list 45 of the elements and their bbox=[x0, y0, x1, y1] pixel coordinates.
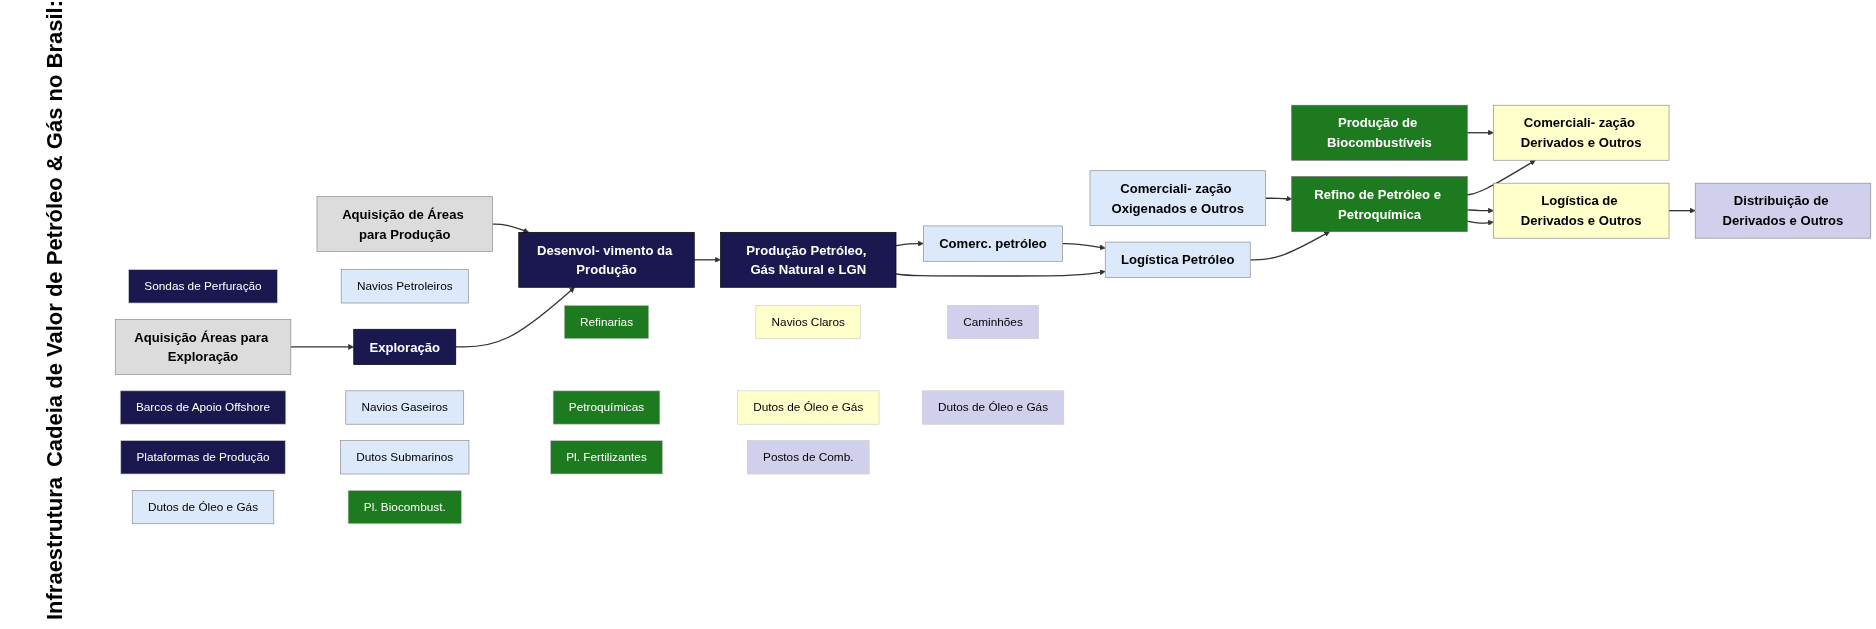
arrow bbox=[455, 287, 575, 348]
node-box: Dutos de Óleo e Gás bbox=[737, 390, 880, 425]
node-box: Petroquímicas bbox=[552, 390, 661, 425]
row-heading: Infraestrutura bbox=[42, 476, 68, 620]
node-box: Produção de Biocombustíveis bbox=[1291, 104, 1468, 161]
arrow bbox=[895, 240, 924, 247]
node-box: Pl. Fertilizantes bbox=[550, 440, 663, 475]
node-box: Logística de Derivados e Outros bbox=[1493, 182, 1670, 239]
node-box: Exploração bbox=[353, 328, 457, 365]
arrow bbox=[693, 256, 721, 263]
arrow bbox=[1264, 195, 1292, 202]
node-box: Refino de Petróleo e Petroquímica bbox=[1291, 176, 1468, 232]
node-box: Navios Petroleiros bbox=[340, 269, 469, 304]
arrow bbox=[491, 223, 530, 234]
node-box: Navios Gaseiros bbox=[345, 390, 465, 425]
node-box: Refinarias bbox=[563, 305, 650, 340]
arrow bbox=[1466, 219, 1494, 226]
arrow bbox=[1249, 231, 1330, 261]
node-box: Caminhões bbox=[947, 305, 1039, 340]
node-box: Logística Petróleo bbox=[1104, 241, 1251, 278]
node-box: Barcos de Apoio Offshore bbox=[119, 390, 287, 425]
node-box: Distribuição de Derivados e Outros bbox=[1694, 182, 1872, 239]
arrow bbox=[1668, 207, 1696, 214]
arrow bbox=[1466, 160, 1536, 196]
node-box: Pl. Biocombust. bbox=[347, 490, 462, 525]
node-box: Navios Claros bbox=[755, 305, 861, 340]
node-box: Postos de Comb. bbox=[746, 440, 870, 475]
node-box: Comerciali- zação Derivados e Outros bbox=[1493, 104, 1670, 161]
arrow bbox=[1061, 242, 1106, 251]
arrow bbox=[290, 344, 354, 350]
node-box: Comerciali- zação Oxigenados e Outros bbox=[1089, 170, 1266, 227]
node-box: Aquisição Áreas para Exploração bbox=[114, 319, 292, 375]
node-box: Desenvol- vimento da Produção bbox=[518, 231, 695, 288]
node-box: Dutos de Óleo e Gás bbox=[131, 490, 275, 525]
node-box: Plataformas de Produção bbox=[120, 440, 286, 475]
node-box: Aquisição de Áreas para Produção bbox=[316, 196, 493, 252]
arrow bbox=[1466, 207, 1494, 214]
row-heading: Cadeia de Valor de Petróleo & Gás no Brasil: bbox=[42, 0, 68, 468]
node-box: Dutos Submarinos bbox=[340, 440, 470, 475]
node-box: Dutos de Óleo e Gás bbox=[921, 390, 1065, 425]
node-box: Comerc. petróleo bbox=[923, 225, 1063, 262]
arrow bbox=[895, 269, 1106, 277]
arrow bbox=[1466, 129, 1494, 136]
node-box: Produção Petróleo, Gás Natural e LGN bbox=[720, 231, 897, 288]
node-box: Sondas de Perfuração bbox=[128, 269, 278, 304]
